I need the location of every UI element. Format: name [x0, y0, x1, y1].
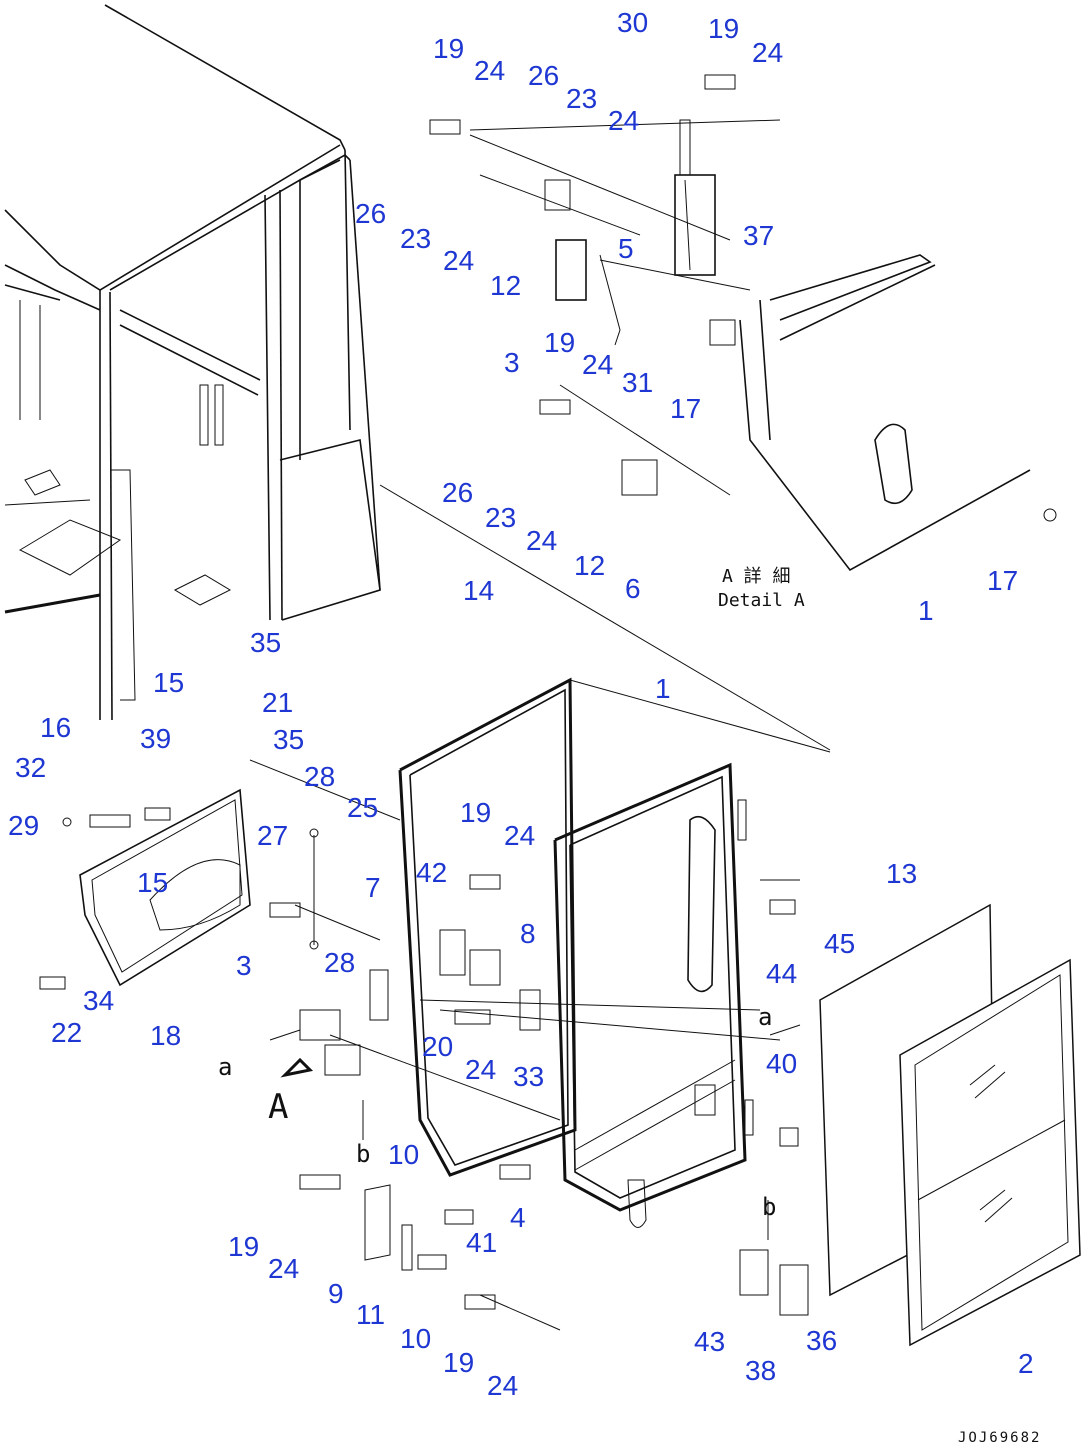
callout-label: 12	[490, 270, 521, 301]
callout-label: 24	[487, 1370, 518, 1401]
detail-label-en: Detail A	[718, 590, 805, 611]
callout-label: 24	[474, 55, 505, 86]
callout-label: 31	[622, 367, 653, 398]
callout-label: 3	[504, 347, 520, 378]
callout-label: 45	[824, 928, 855, 959]
annotations: A 詳 細 Detail A a A b a b JOJ69682	[218, 566, 1041, 1446]
callout-label: 23	[485, 502, 516, 533]
view-letter: A	[268, 1087, 288, 1127]
callout-label: 34	[83, 985, 114, 1016]
callout-label: 17	[987, 565, 1018, 596]
detail-a-assembly	[544, 119, 1057, 572]
callout-label: 24	[504, 820, 535, 851]
latch-plate-18	[79, 788, 251, 987]
callout-label: 5	[618, 233, 634, 264]
callout-label: 18	[150, 1020, 181, 1051]
callout-label: 19	[228, 1231, 259, 1262]
callout-label: 16	[40, 712, 71, 743]
callout-label: 19	[443, 1347, 474, 1378]
callout-label: 9	[328, 1278, 344, 1309]
callout-label: 19	[544, 327, 575, 358]
callout-label: 13	[886, 858, 917, 889]
callout-label: 10	[400, 1323, 431, 1354]
callout-label: 26	[442, 477, 473, 508]
callout-label: 38	[745, 1355, 776, 1386]
callout-label: 40	[766, 1048, 797, 1079]
callout-label: 19	[708, 13, 739, 44]
callout-label: 11	[356, 1299, 385, 1330]
callout-label: 8	[520, 918, 536, 949]
callout-label: 36	[806, 1325, 837, 1356]
glass-2	[899, 958, 1081, 1347]
callout-label: 24	[465, 1054, 496, 1085]
callout-label: 10	[388, 1139, 419, 1170]
callout-label: 24	[443, 245, 474, 276]
view-letter: a	[758, 1003, 772, 1031]
callout-label: 15	[153, 667, 184, 698]
callout-label: 7	[365, 872, 381, 903]
callout-label: 14	[463, 575, 494, 606]
callout-label: 26	[355, 198, 386, 229]
callout-label: 44	[766, 958, 797, 989]
callout-label: 43	[694, 1326, 725, 1357]
callout-label: 21	[262, 687, 293, 718]
callout-label: 4	[510, 1202, 526, 1233]
callout-label: 28	[324, 947, 355, 978]
door-frame-1	[553, 762, 754, 1228]
callout-label: 33	[513, 1061, 544, 1092]
callout-label: 24	[526, 525, 557, 556]
callout-label: 6	[625, 573, 641, 604]
callout-label: 12	[574, 550, 605, 581]
callout-label: 42	[416, 857, 447, 888]
callout-label: 17	[670, 393, 701, 424]
callout-label: 39	[140, 723, 171, 754]
detail-label-jp: A 詳 細	[722, 566, 791, 587]
callout-label: 24	[608, 105, 639, 136]
callout-label: 24	[752, 37, 783, 68]
callout-label: 22	[51, 1017, 82, 1048]
callout-label: 15	[137, 867, 168, 898]
callout-label: 23	[566, 83, 597, 114]
callout-label: 35	[273, 724, 304, 755]
leader-lines	[249, 119, 831, 1331]
callout-label: 26	[528, 60, 559, 91]
callout-label: 41	[466, 1227, 497, 1258]
callout-label: 30	[617, 7, 648, 38]
callout-label: 37	[743, 220, 774, 251]
callout-label: 20	[422, 1031, 453, 1062]
callout-labels: 30 19 24 19 24 26 23 24 26 23 24 12 5 37…	[8, 7, 1034, 1401]
callout-label: 27	[257, 820, 288, 851]
callout-label: 1	[918, 595, 934, 626]
callout-label: 24	[268, 1253, 299, 1284]
callout-label: 1	[655, 673, 671, 704]
small-hardware	[39, 74, 809, 1316]
callout-label: 29	[8, 810, 39, 841]
callout-label: 2	[1018, 1348, 1034, 1379]
view-letter: a	[218, 1053, 232, 1081]
callout-label: 3	[236, 950, 252, 981]
view-letter: b	[762, 1193, 776, 1221]
callout-label: 25	[347, 792, 378, 823]
drawing-code: JOJ69682	[958, 1430, 1041, 1446]
callout-label: 19	[433, 33, 464, 64]
door-seal-14	[398, 677, 577, 1177]
callout-label: 35	[250, 627, 281, 658]
cab-frame	[4, 4, 381, 721]
callout-label: 23	[400, 223, 431, 254]
view-letter: b	[356, 1140, 370, 1168]
callout-label: 19	[460, 797, 491, 828]
callout-label: 32	[15, 752, 46, 783]
callout-label: 28	[304, 761, 335, 792]
callout-label: 24	[582, 349, 613, 380]
